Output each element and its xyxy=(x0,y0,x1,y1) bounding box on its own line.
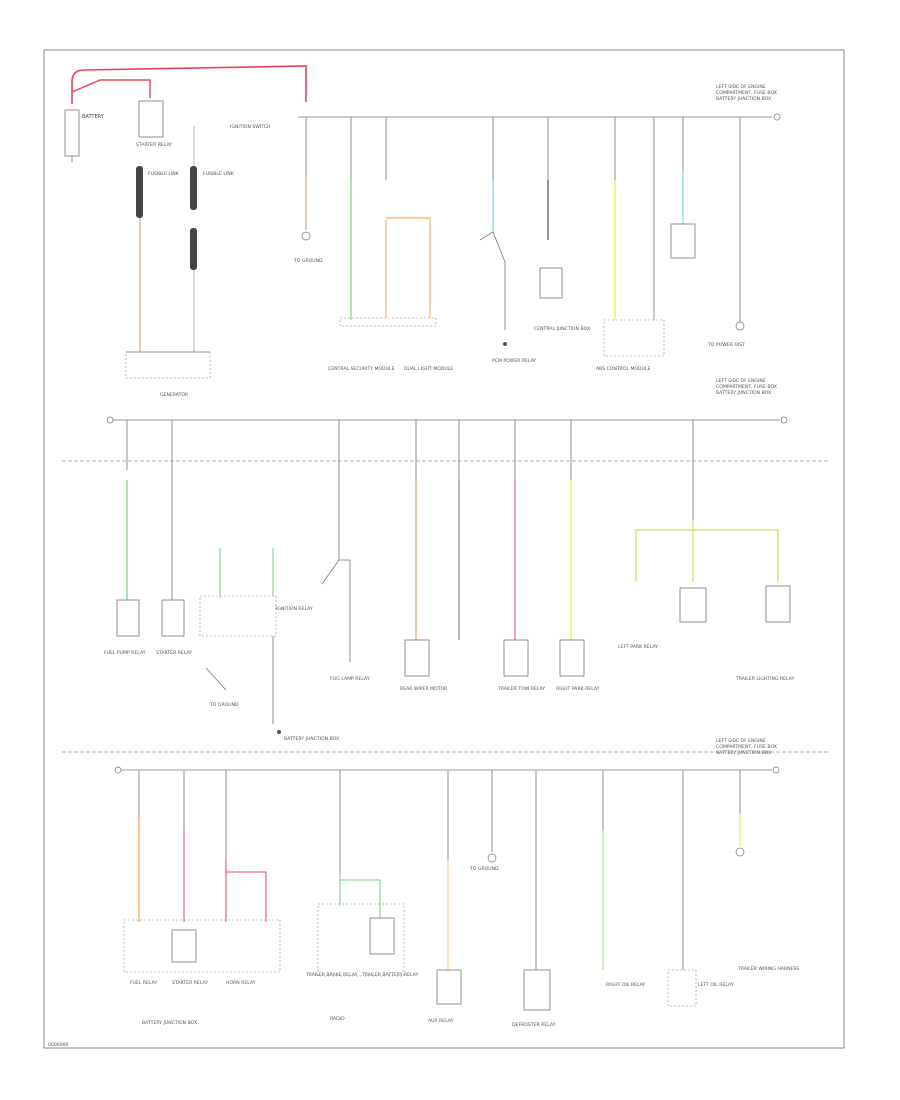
fusible-link-label-1: FUSIBLE LINK xyxy=(148,171,180,177)
top-header-2: COMPARTMENT, FUSE BOX xyxy=(716,90,777,96)
starter-relay-box xyxy=(138,100,164,138)
battery-label: BATTERY xyxy=(82,114,105,120)
starter-relay-label: STARTER RELAY xyxy=(136,142,172,148)
bottom-header-1: LEFT SIDE OF ENGINE xyxy=(716,738,766,744)
ignition-relay-label: IGNITION RELAY xyxy=(276,606,313,612)
middle-header-1: LEFT SIDE OF ENGINE xyxy=(716,378,766,384)
fusible-link-1 xyxy=(136,166,143,218)
middle-header-2: COMPARTMENT, FUSE BOX xyxy=(716,384,777,390)
mid-starter-label: STARTER RELAY xyxy=(156,650,192,656)
central-junction-label: CENTRAL JUNCTION BOX xyxy=(534,326,590,332)
bottom-header-2: COMPARTMENT, FUSE BOX xyxy=(716,744,777,750)
mid-to-ground-label: TO GROUND xyxy=(209,702,239,708)
fusible-link-3 xyxy=(190,228,197,270)
battery-junction-mid-label: BATTERY JUNCTION BOX xyxy=(284,736,339,742)
aux-relay-label: AUX RELAY xyxy=(428,1018,454,1024)
top-header-1: LEFT SIDE OF ENGINE xyxy=(716,84,766,90)
bottom-section: LEFT SIDE OF ENGINE COMPARTMENT, FUSE BO… xyxy=(114,738,799,1028)
middle-section: LEFT SIDE OF ENGINE COMPARTMENT, FUSE BO… xyxy=(104,378,795,742)
bottom-battery-junction-label: BATTERY JUNCTION BOX xyxy=(142,1020,197,1026)
bottom-starter-label: STARTER RELAY xyxy=(172,980,208,986)
fog-lamp-label: FOG LAMP RELAY xyxy=(330,676,370,682)
middle-header-3: BATTERY JUNCTION BOX xyxy=(716,390,771,396)
pcm-power-label: PCM POWER RELAY xyxy=(492,358,536,364)
rear-wiper-label: REAR WIPER MOTOR xyxy=(400,686,448,692)
fuel-pump-label: FUEL PUMP RELAY xyxy=(104,650,146,656)
right-oil-label: RIGHT OIL RELAY xyxy=(606,982,645,988)
frame-id: 0000000 xyxy=(48,1042,69,1048)
right-park-label: RIGHT PARK RELAY xyxy=(556,686,600,692)
fusible-link-label-2: FUSIBLE LINK xyxy=(203,171,235,177)
dual-light-label: DUAL LIGHT MODULE xyxy=(404,366,453,372)
to-ground-label-top: TO GROUND xyxy=(293,258,323,264)
top-fuse-drops xyxy=(301,113,781,357)
left-park-label: LEFT PARK RELAY xyxy=(618,644,658,650)
fuel-relay-label: FUEL RELAY xyxy=(130,980,157,986)
ignition-switch-label: IGNITION SWITCH xyxy=(230,124,270,130)
battery-red-wire xyxy=(71,65,307,104)
bottom-header-3: BATTERY JUNCTION BOX xyxy=(716,750,771,756)
fusible-link-2 xyxy=(190,166,197,210)
left-oil-label: LEFT OIL RELAY xyxy=(698,982,734,988)
trailer-wiring-label: TRAILER WIRING HARNESS xyxy=(737,966,799,972)
diagram-frame xyxy=(43,49,845,1049)
central-security-label: CENTRAL SECURITY MODULE xyxy=(328,366,395,372)
top-header-3: BATTERY JUNCTION BOX xyxy=(716,96,771,102)
generator-label: GENERATOR xyxy=(160,392,189,398)
abs-module-label: ABS CONTROL MODULE xyxy=(596,366,651,372)
trailer-battery-label: TRAILER BATTERY RELAY xyxy=(361,972,419,978)
battery-symbol xyxy=(64,109,80,157)
trailer-lighting-label: TRAILER LIGHTING RELAY xyxy=(735,676,795,682)
top-section: BATTERY STARTER RELAY FUSIBLE LINK FUSIB… xyxy=(64,65,781,398)
generator-box xyxy=(125,351,211,379)
to-power-dist-label: TO POWER DIST xyxy=(707,342,745,348)
battery-red-wire-2 xyxy=(71,79,151,98)
trailer-tow-label: TRAILER TOW RELAY xyxy=(497,686,545,692)
trailer-brake-label: TRAILER BRAKE RELAY xyxy=(305,972,358,978)
horn-relay-label: HORN RELAY xyxy=(226,980,256,986)
defroster-label: DEFROSTER RELAY xyxy=(512,1022,556,1028)
radio-label: RADIO xyxy=(330,1016,345,1022)
bottom-to-ground-label: TO GROUND xyxy=(469,866,499,872)
